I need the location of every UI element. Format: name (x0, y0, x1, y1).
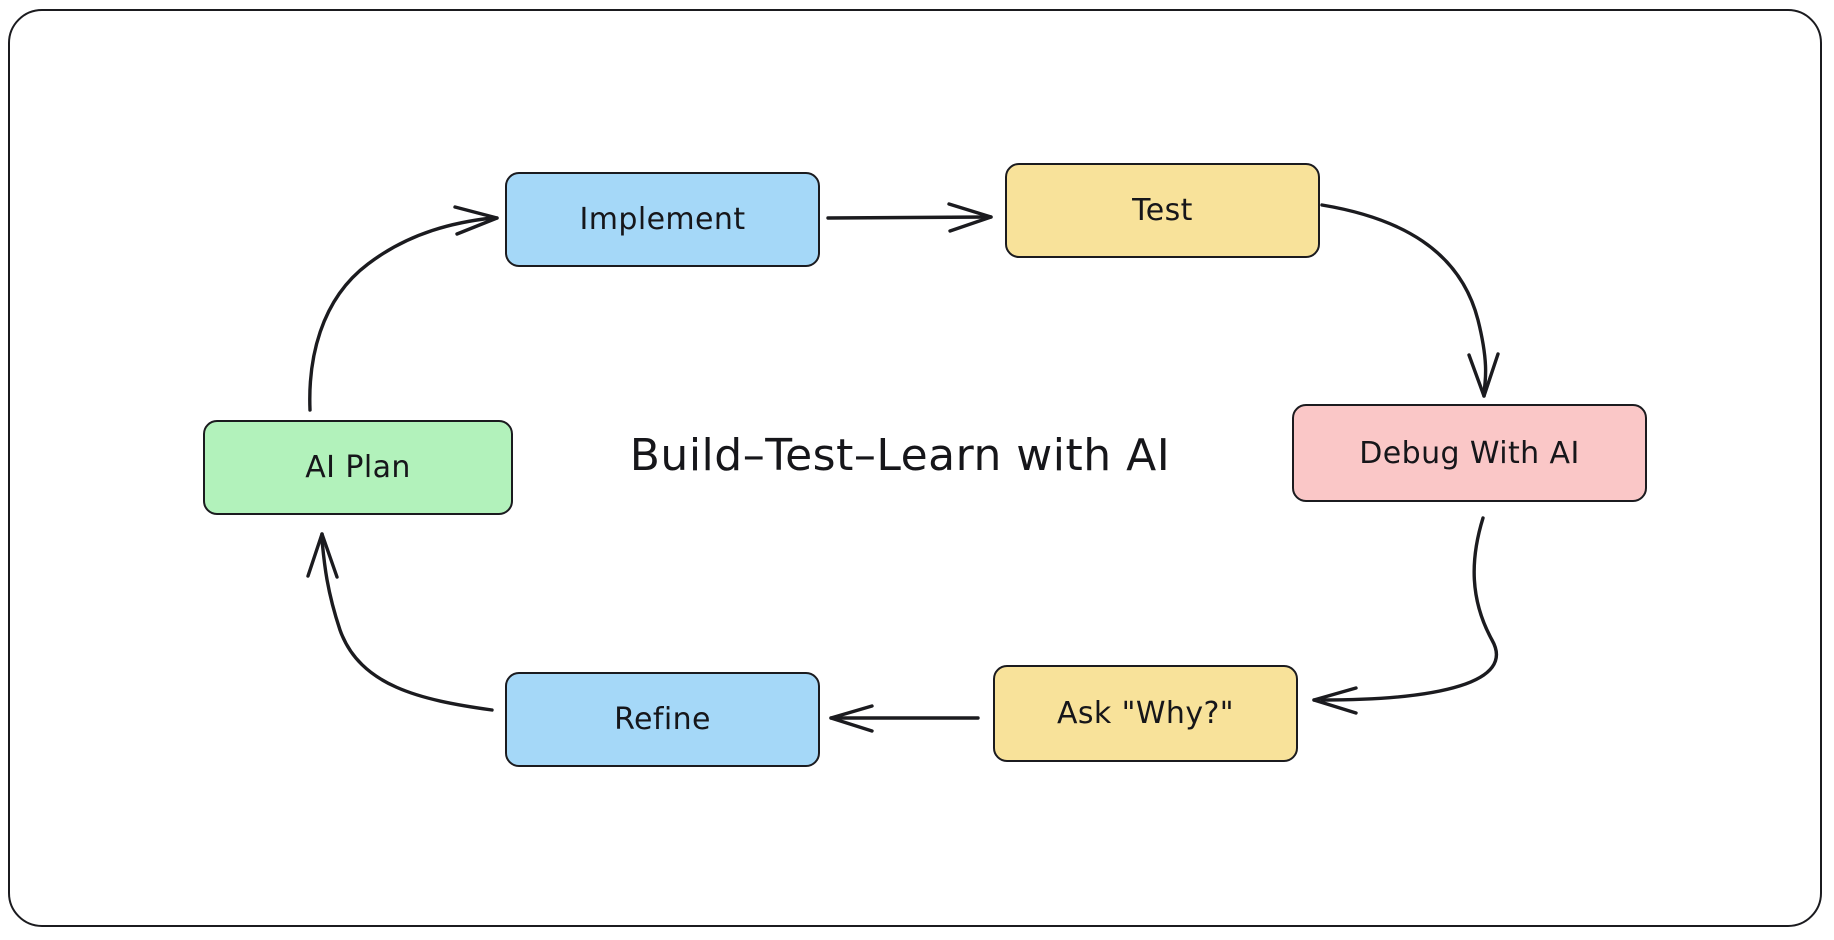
node-test[interactable]: Test (1005, 163, 1320, 258)
diagram-title: Build–Test–Learn with AI (629, 430, 1171, 481)
node-ai-plan[interactable]: AI Plan (203, 420, 513, 515)
node-ai-plan-label: AI Plan (305, 450, 411, 485)
node-debug-with-ai[interactable]: Debug With AI (1292, 404, 1647, 502)
node-refine-label: Refine (614, 702, 711, 737)
node-implement-label: Implement (579, 202, 746, 237)
node-ask-why-label: Ask "Why?" (1056, 696, 1234, 731)
node-implement[interactable]: Implement (505, 172, 820, 267)
node-refine[interactable]: Refine (505, 672, 820, 767)
node-ask-why[interactable]: Ask "Why?" (993, 665, 1298, 762)
node-debug-with-ai-label: Debug With AI (1359, 435, 1580, 471)
node-test-label: Test (1132, 193, 1193, 228)
